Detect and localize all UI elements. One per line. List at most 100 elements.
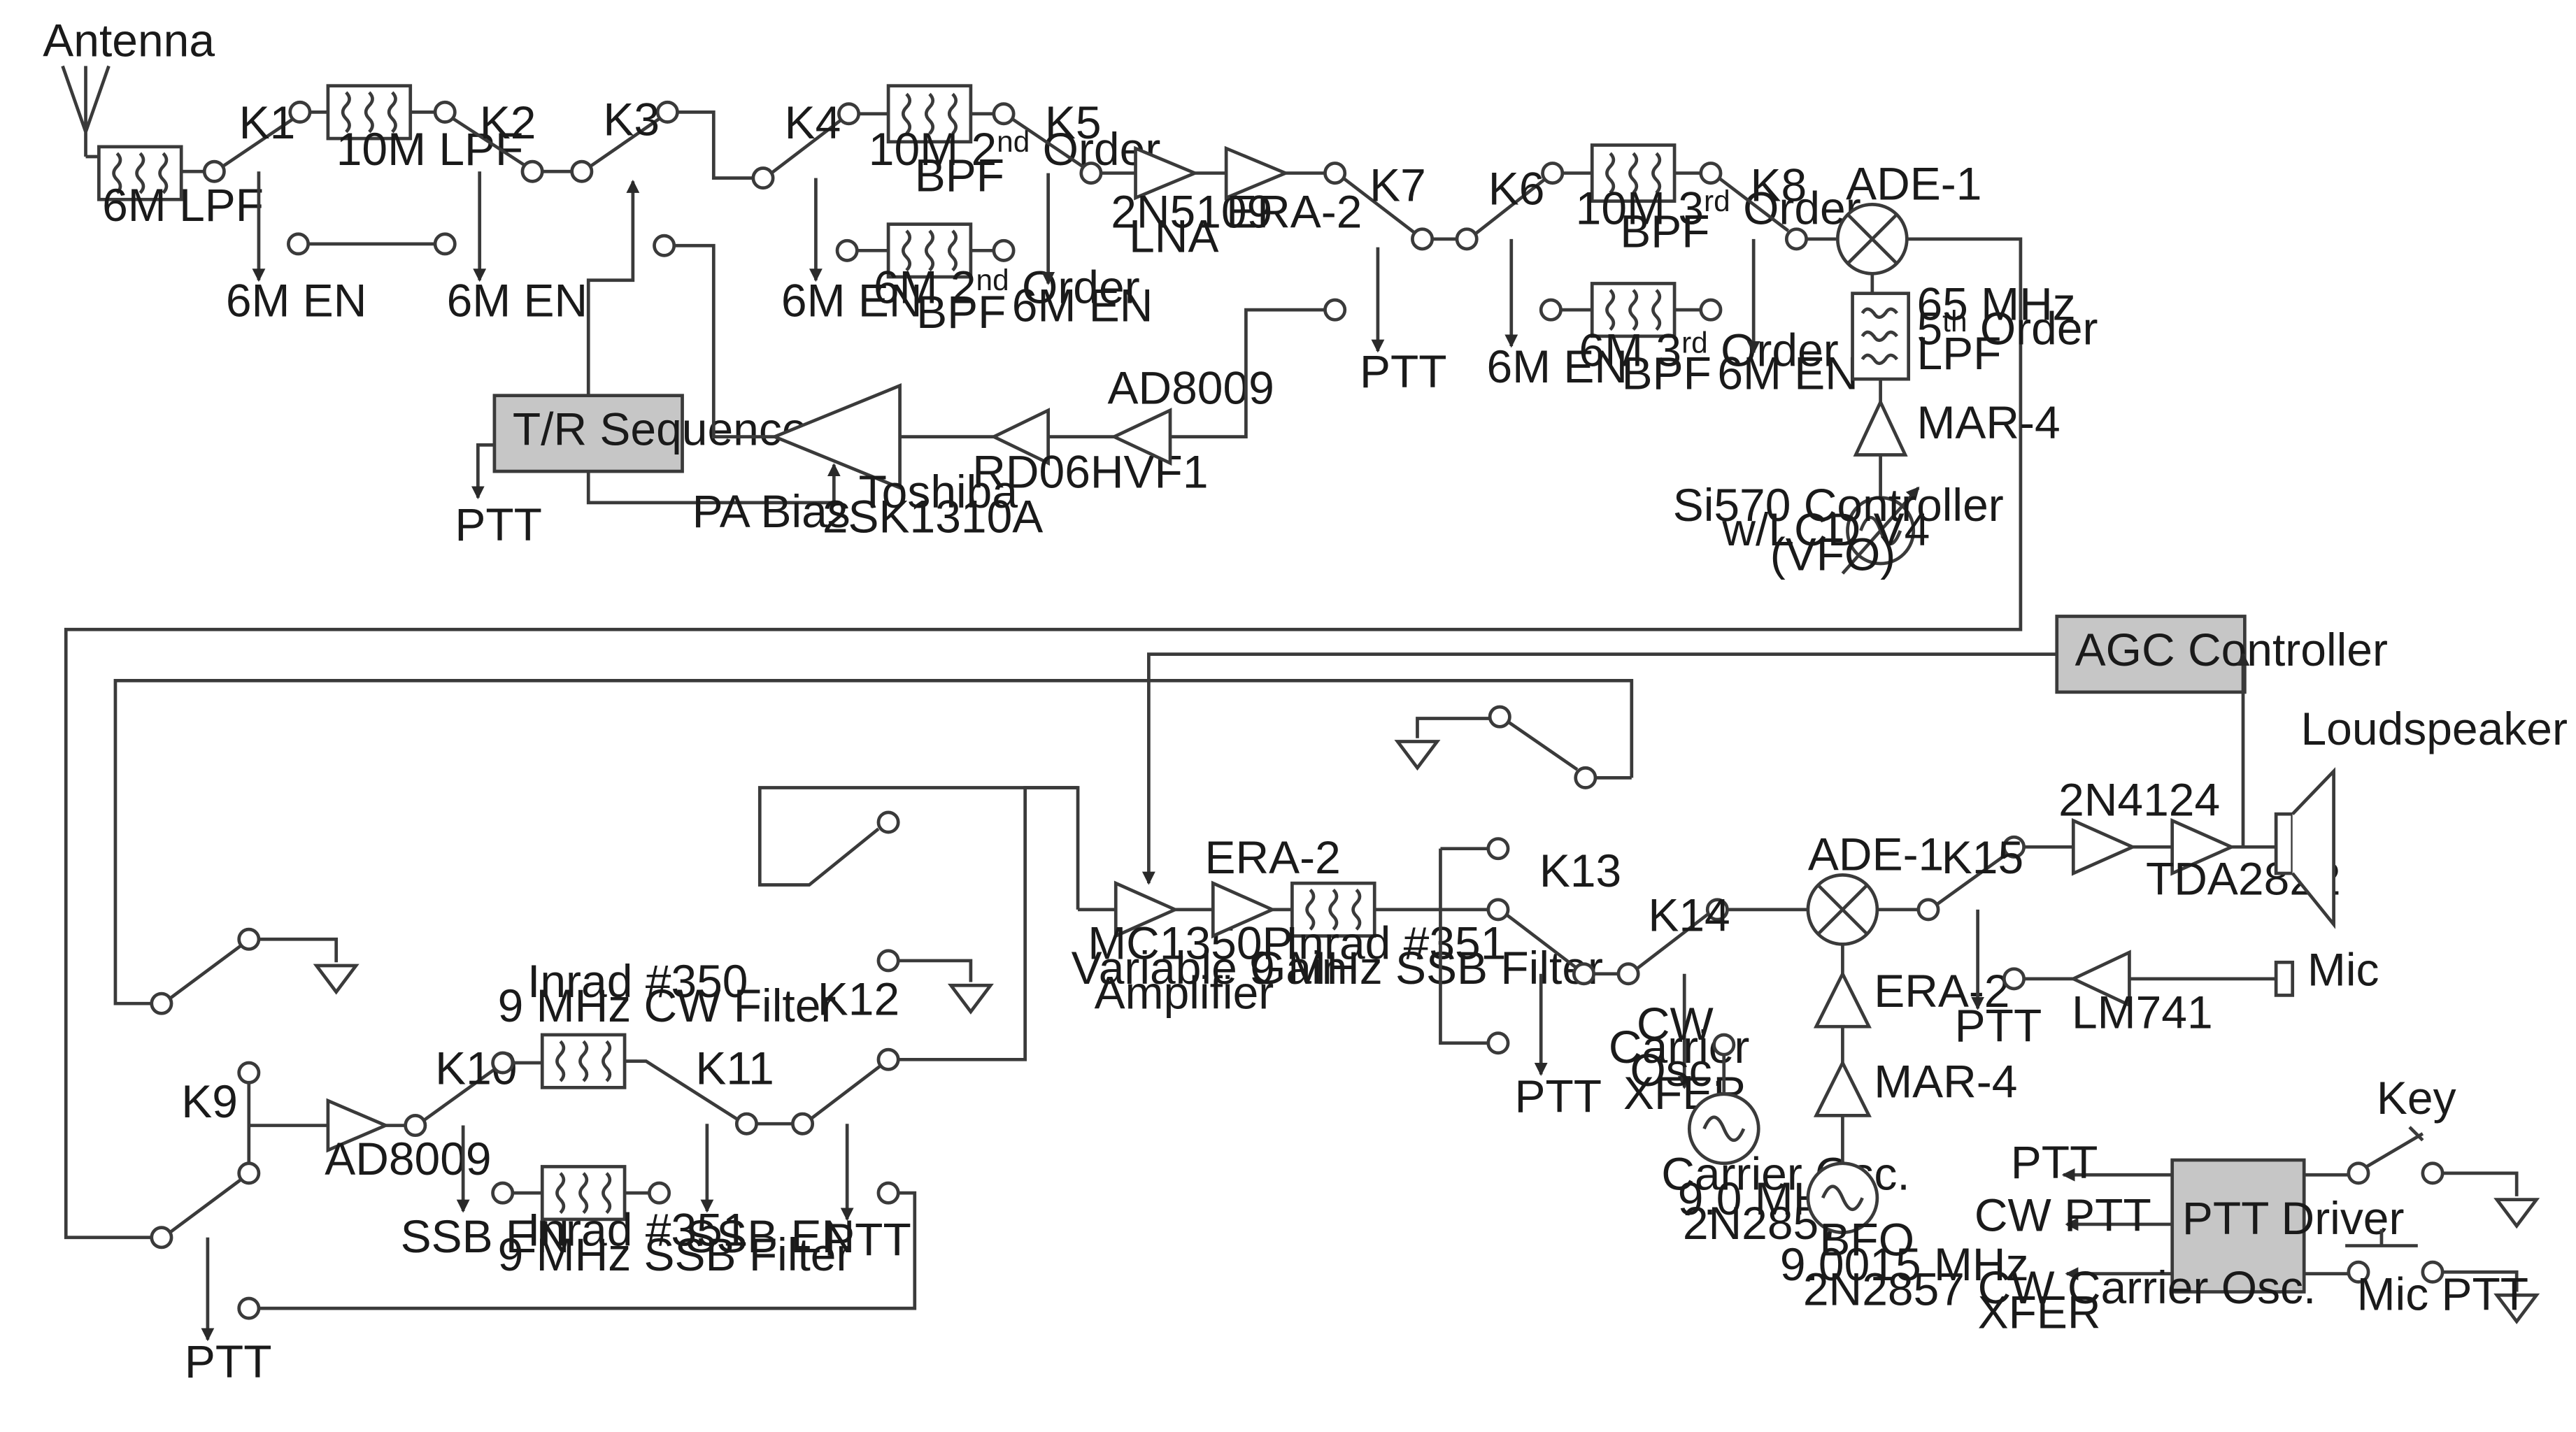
mar4-top-label: MAR-4 [1916,396,2060,448]
era2-bfo-triangle [1813,970,1872,1029]
k13-switch [1505,913,1577,969]
bfo-oscillator-icon [1806,1161,1879,1235]
lpf-65mhz-box [1851,292,1911,381]
k13-label: K13 [1539,845,1621,896]
bpf-6m-2nd-label-2: BPF [916,286,1006,338]
bpf-10m-2nd-label: 10M 2nd Order [869,123,1161,175]
mic-label: Mic [2307,943,2379,995]
k11-ssb-en: SSB EN [685,1210,855,1262]
ad8009-rx-triangle [326,1098,390,1153]
mar4-bfo-label: MAR-4 [1874,1055,2017,1107]
k14-label: K14 [1648,889,1730,941]
tr-sequencer-label: T/R Sequencer [513,403,823,454]
toshiba-label-2: 2SK1310A [823,490,1043,542]
k8-6m-en: 6M EN [1717,347,1858,399]
cw-xfer-label-3: Osc. [1630,1044,1725,1096]
si570-label-1: Si570 Controller [1673,479,2004,531]
bfo-label-2: 9.0015 MHz [1780,1238,2029,1290]
loudspeaker-icon [2274,767,2335,929]
si570-label-3: (VFO) [1770,528,1896,580]
mar4-top-triangle [1853,398,1908,457]
k1-contact [202,159,226,183]
bpf-10m-3rd-label-2: BPF [1620,206,1709,257]
carrier-oscillator-icon [1687,1092,1760,1166]
k7-label: K7 [1369,159,1426,211]
lpf-65mhz-label-3: LPF [1916,327,2001,379]
toshiba-label-1: Toshiba [859,466,1018,517]
k7-ptt: PTT [1360,345,1447,397]
ade1-top-label: ADE-1 [1846,157,1981,209]
k12-ptt: PTT [824,1214,911,1266]
era2-if-label: ERA-2 [1205,831,1341,883]
k5-label: K5 [1045,96,1102,148]
lpf-10m-label: 10M LPF [336,123,524,175]
bfo-label-3: 2N2857 [1803,1263,1965,1315]
k13-ptt: PTT [1515,1071,1602,1122]
era2-if-triangle [1211,880,1276,939]
k11-label: K11 [695,1043,774,1094]
inrad-350-label-1: Inrad #350 [527,955,748,1007]
k11-switch [625,1059,738,1121]
ade1-top-mixer [1835,202,1909,275]
k15-ptt: PTT [1955,999,2042,1051]
k1-switch [221,117,294,169]
k4-label: K4 [785,96,841,148]
lpf-65mhz-label-2: 5th Order [1916,303,2098,355]
inrad-351-lower-label-2: 9 MHz SSB Filter [498,1229,852,1280]
k15-label: K15 [1942,831,2023,883]
inrad-351-upper-label-1: Inrad #351 [1286,917,1506,969]
k1-label: K1 [239,96,296,148]
ptt-driver-label: PTT Driver [2182,1192,2405,1244]
k4-6m-en: 6M EN [781,275,923,327]
era2-bfo-label: ERA-2 [1874,965,2009,1017]
k3-label: K3 [603,93,660,145]
bpf-10m-3rd-label: 10M 3rd Order [1576,182,1861,234]
ade1-bottom-label: ADE-1 [1808,828,1944,880]
k12-label: K12 [818,973,899,1025]
k6-label: K6 [1488,162,1545,214]
mic-ptt-label: Mic PTT [2357,1268,2529,1319]
tr-sequencer-ptt: PTT [455,499,542,550]
2n4124-triangle [2071,818,2137,876]
mc1350p-label-2: Variable Gain [1072,942,1348,994]
era2-top-triangle [1224,145,1290,201]
agc-controller-box [2055,615,2247,694]
k9-label: K9 [181,1075,238,1127]
mc1350p-label-1: MC1350P [1088,917,1293,969]
k1-6m-en: 6M EN [226,275,367,327]
mar4-bfo-triangle [1813,1059,1872,1117]
era2-top-label: ERA-2 [1226,185,1362,237]
mic-ptt-switch-icon[interactable] [2345,1229,2418,1247]
cw-carrier-xfer-label-2: XFER [1978,1286,2101,1338]
inrad-351-upper-label-2: 9 MHz SSB Filter [1249,942,1603,994]
ground-icon [2493,1198,2540,1229]
k2-switch [452,117,525,166]
k5-6m-en: 6M EN [1012,280,1153,331]
lna-label-2: LNA [1129,210,1218,262]
ground-icon [2493,1293,2540,1324]
mc1350p-label-3: Amplifier [1095,966,1274,1018]
bpf-6m-3rd-label: 6M 3rd Order [1579,324,1838,375]
key-switch-icon[interactable] [2365,1126,2424,1168]
ptt-driver-box [2170,1158,2306,1294]
2n4124-label: 2N4124 [2058,774,2220,826]
lna-label: 2N5109 [1111,185,1272,237]
k2-6m-en: 6M EN [447,275,588,327]
key-label: Key [2377,1072,2456,1124]
tda2822-triangle [2170,818,2236,876]
antenna-icon [61,65,111,159]
bpf-6m-3rd-label-2: BPF [1622,347,1712,399]
cw-carrier-xfer-label-1: CW Carrier Osc. [1978,1261,2317,1313]
k14-switch [1635,913,1709,971]
k7-switch [1342,176,1416,234]
lpf-6m-label: 6M LPF [102,179,264,231]
cw-xfer-label-1: CW [1637,998,1714,1050]
lm741-label: LM741 [2072,987,2213,1038]
pa-bias-label: PA Bias [692,485,851,537]
rd06-label: RD06HVF1 [972,446,1208,498]
k3-switch [589,117,660,169]
bpf-10m-2nd-label-2: BPF [915,149,1004,201]
k8-switch [1718,176,1790,232]
lpf-65mhz-label-1: 65 MHz [1916,278,2075,329]
